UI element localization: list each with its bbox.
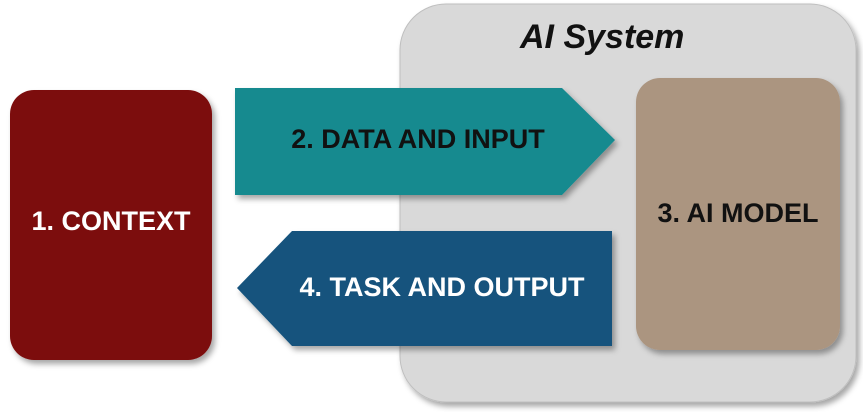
task-output-label: 4. TASK AND OUTPUT [299,272,585,302]
context-box [10,90,212,360]
ai-model-box [636,78,840,350]
task-output-arrow [237,231,612,346]
context-label: 1. CONTEXT [31,206,191,236]
ai-model-label: 3. AI MODEL [657,198,819,228]
data-input-arrow [235,88,615,195]
data-input-label: 2. DATA AND INPUT [291,124,545,154]
ai-system-title: AI System [520,18,685,56]
